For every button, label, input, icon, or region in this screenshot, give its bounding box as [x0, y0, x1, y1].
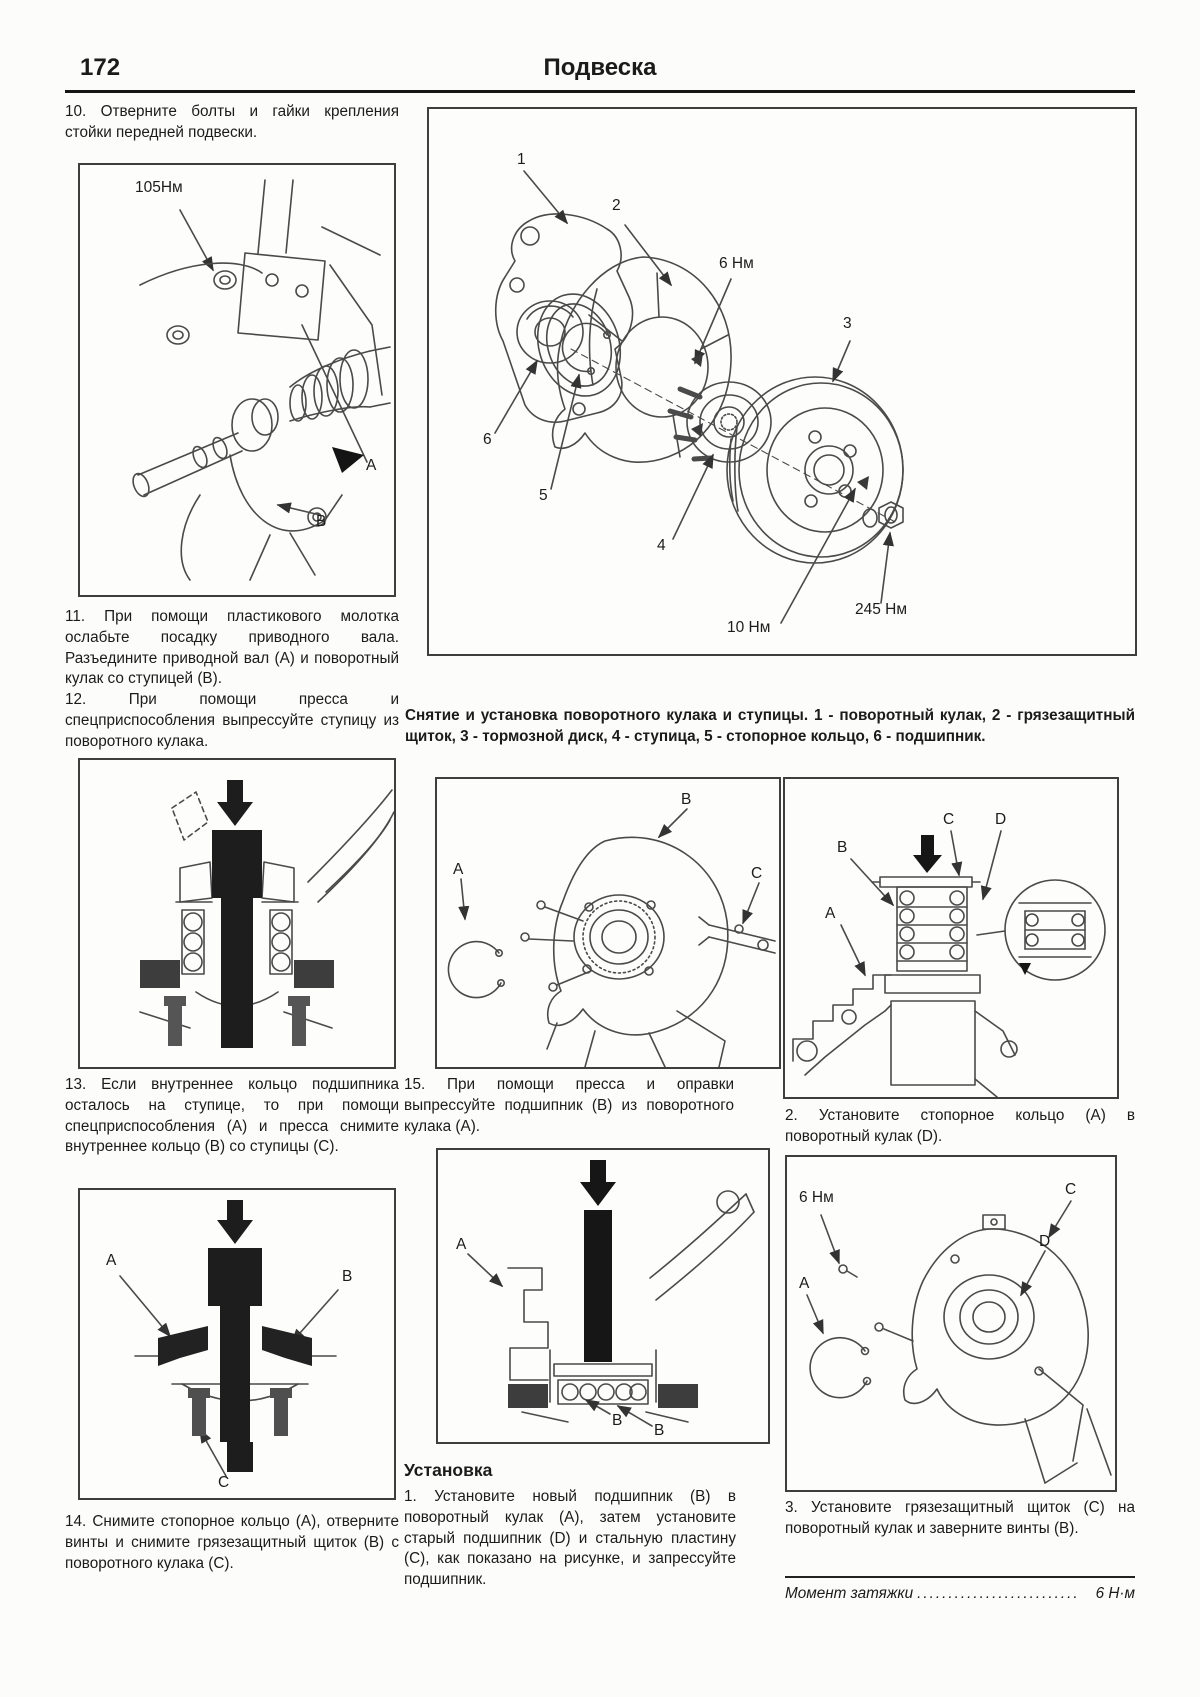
install-heading: Установка — [404, 1460, 493, 1480]
step-15: 15. При помощи пресса и оправки выпрессу… — [404, 1076, 734, 1135]
callout-2: 2 — [612, 197, 621, 214]
callout-a: А — [456, 1236, 467, 1253]
figure-inner-ring: А В С — [78, 1188, 396, 1500]
step-12: 12. При помощи пресса и спецприспособлен… — [65, 691, 399, 750]
bearing-press-drawing — [792, 830, 1106, 1097]
callout-d: D — [1039, 1233, 1051, 1250]
exploded-caption: Снятие и установка поворотного кулака и … — [405, 707, 1135, 745]
callout-a: А — [453, 861, 464, 878]
callout-d: D — [995, 811, 1007, 828]
callout-a: А — [366, 457, 377, 474]
shield-removal-drawing — [447, 808, 776, 1067]
step-13: 13. Если внутреннее кольцо подшипника ос… — [65, 1076, 399, 1156]
figure-shield-removal: В А С — [435, 777, 781, 1069]
step-14: 14. Снимите стопорное кольцо (А), отверн… — [65, 1513, 399, 1572]
callout-1: 1 — [517, 151, 526, 168]
callout-3: 3 — [843, 315, 852, 332]
torque-6nm-label: 6 Нм — [799, 1189, 834, 1206]
torque-105nm-label: 105Нм — [135, 179, 183, 196]
torque-spec-dots: .......................... — [917, 1585, 1080, 1602]
figure-exploded-view: 1 2 6 Нм 3 6 5 4 10 Нм 245 Нм — [427, 107, 1137, 656]
figure-bearing-press: В А С D — [783, 777, 1119, 1099]
callout-4: 4 — [657, 537, 666, 554]
figure-strut-nuts: 105Нм А В — [78, 163, 396, 597]
callout-a: А — [825, 905, 836, 922]
torque-spec-row: Момент затяжки .........................… — [785, 1576, 1135, 1603]
figure-shield-install: 6 Нм А С D — [785, 1155, 1117, 1492]
header-rule — [65, 90, 1135, 93]
strut-drawing — [132, 179, 391, 581]
callout-6: 6 — [483, 431, 492, 448]
callout-b1: В — [612, 1412, 623, 1429]
torque-10nm-label: 10 Нм — [727, 619, 771, 636]
callout-b: В — [837, 839, 848, 856]
callout-b: В — [342, 1268, 353, 1285]
install-press-drawing — [467, 1160, 755, 1427]
callout-c: С — [218, 1474, 230, 1491]
step-3: 3. Установите грязезащитный щиток (С) на… — [785, 1499, 1135, 1537]
figure-press-hub — [78, 758, 396, 1069]
callout-b: В — [316, 513, 327, 530]
callout-5: 5 — [539, 487, 548, 504]
callout-b2: В — [654, 1422, 665, 1439]
page-title: Подвеска — [543, 54, 657, 81]
callout-a: А — [106, 1252, 117, 1269]
torque-spec-value: 6 Н·м — [1095, 1585, 1135, 1602]
step-2: 2. Установите стопорное кольцо (А) в пов… — [785, 1107, 1135, 1145]
press-hub-drawing — [139, 780, 394, 1048]
inner-ring-drawing — [119, 1200, 339, 1477]
callout-b: В — [681, 791, 692, 808]
shield-install-drawing — [806, 1200, 1112, 1484]
callout-c: С — [1065, 1181, 1077, 1198]
exploded-drawing — [494, 170, 904, 624]
callout-c: С — [943, 811, 955, 828]
torque-245nm-label: 245 Нм — [855, 601, 908, 618]
torque-6nm-label: 6 Нм — [719, 255, 754, 272]
step-10: 10. Отверните болты и гайки крепления ст… — [65, 103, 399, 141]
install-step-1: 1. Установите новый подшипник (В) в пово… — [404, 1488, 736, 1589]
step-11: 11. При помощи пластикового молотка осла… — [65, 608, 399, 688]
steps-11-12: 11. При помощи пластикового молотка осла… — [65, 607, 399, 753]
callout-a: А — [799, 1275, 810, 1292]
torque-spec-label: Момент затяжки — [785, 1585, 914, 1602]
figure-install-press: А В В — [436, 1148, 770, 1444]
page-number: 172 — [80, 54, 121, 81]
callout-c: С — [751, 865, 763, 882]
